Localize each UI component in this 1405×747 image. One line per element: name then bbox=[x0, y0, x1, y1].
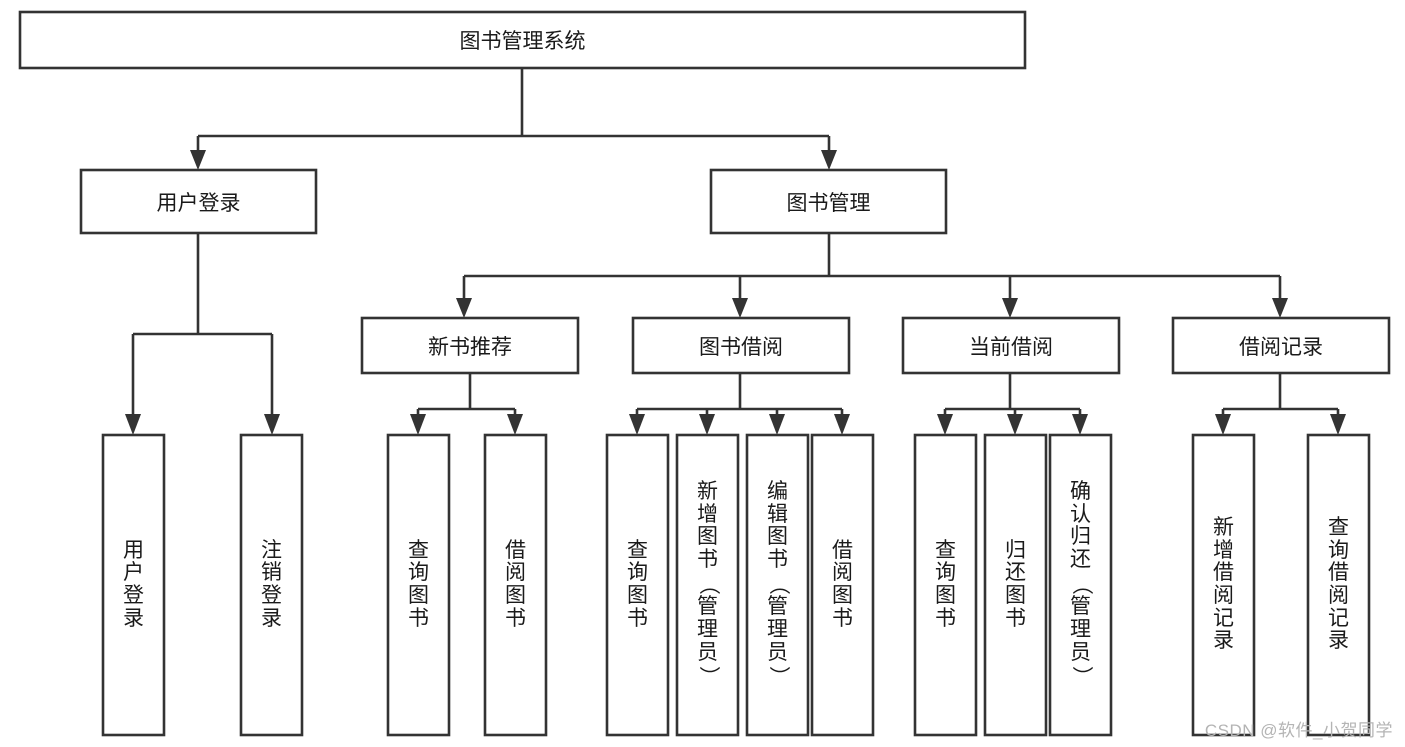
node-box-leaf-nb-borrow[interactable] bbox=[483, 433, 548, 737]
connector-user-login-to-leaves bbox=[125, 233, 280, 435]
arrowhead-book-manage bbox=[821, 150, 837, 170]
connector-current-borrow-to-leaves bbox=[937, 373, 1088, 435]
node-box-user-login[interactable] bbox=[79, 168, 318, 235]
node-box-leaf-br-query[interactable] bbox=[1306, 433, 1371, 737]
node-box-leaf-bb-edit[interactable] bbox=[745, 433, 810, 737]
arrowhead-bb-query bbox=[629, 414, 645, 435]
arrowhead-cb-return bbox=[1007, 414, 1023, 435]
node-box-leaf-br-add[interactable] bbox=[1191, 433, 1256, 737]
node-box-leaf-cb-query[interactable] bbox=[913, 433, 978, 737]
arrowhead-br-add bbox=[1215, 414, 1231, 435]
node-box-book-manage[interactable] bbox=[709, 168, 948, 235]
connector-new-book-to-leaves bbox=[410, 373, 523, 435]
arrowhead-cb-query bbox=[937, 414, 953, 435]
csdn-watermark: CSDN @软件_小贺同学 bbox=[1204, 721, 1393, 740]
arrowhead-current-borrow bbox=[1002, 298, 1018, 318]
node-box-leaf-bb-query[interactable] bbox=[605, 433, 670, 737]
node-box-leaf-bb-add[interactable] bbox=[675, 433, 740, 737]
arrowhead-bb-add bbox=[699, 414, 715, 435]
node-box-current-borrow[interactable] bbox=[901, 316, 1121, 375]
node-box-leaf-user-login[interactable] bbox=[101, 433, 166, 737]
node-box-book-borrow[interactable] bbox=[631, 316, 851, 375]
node-box-leaf-logout[interactable] bbox=[239, 433, 304, 737]
node-box-root[interactable] bbox=[18, 10, 1027, 70]
connector-book-borrow-to-leaves bbox=[629, 373, 850, 435]
arrowhead-new-book bbox=[456, 298, 472, 318]
arrowhead-bb-borrow bbox=[834, 414, 850, 435]
arrowhead-leaf-logout bbox=[264, 414, 280, 435]
connector-root-to-level1 bbox=[190, 68, 837, 170]
node-box-new-book[interactable] bbox=[360, 316, 580, 375]
arrowhead-nb-query bbox=[410, 414, 426, 435]
arrowhead-bb-edit bbox=[769, 414, 785, 435]
arrowhead-leaf-user-login bbox=[125, 414, 141, 435]
arrowhead-borrow-record bbox=[1272, 298, 1288, 318]
arrowhead-book-borrow bbox=[732, 298, 748, 318]
node-box-leaf-bb-borrow[interactable] bbox=[810, 433, 875, 737]
node-box-borrow-record[interactable] bbox=[1171, 316, 1391, 375]
node-box-leaf-nb-query[interactable] bbox=[386, 433, 451, 737]
connector-book-manage-to-level2 bbox=[456, 233, 1288, 318]
arrowhead-cb-confirm bbox=[1072, 414, 1088, 435]
arrowhead-br-query bbox=[1330, 414, 1346, 435]
node-box-leaf-cb-return[interactable] bbox=[983, 433, 1048, 737]
node-box-leaf-cb-confirm[interactable] bbox=[1048, 433, 1113, 737]
arrowhead-nb-borrow bbox=[507, 414, 523, 435]
arrowhead-user-login bbox=[190, 150, 206, 170]
connector-borrow-record-to-leaves bbox=[1215, 373, 1346, 435]
